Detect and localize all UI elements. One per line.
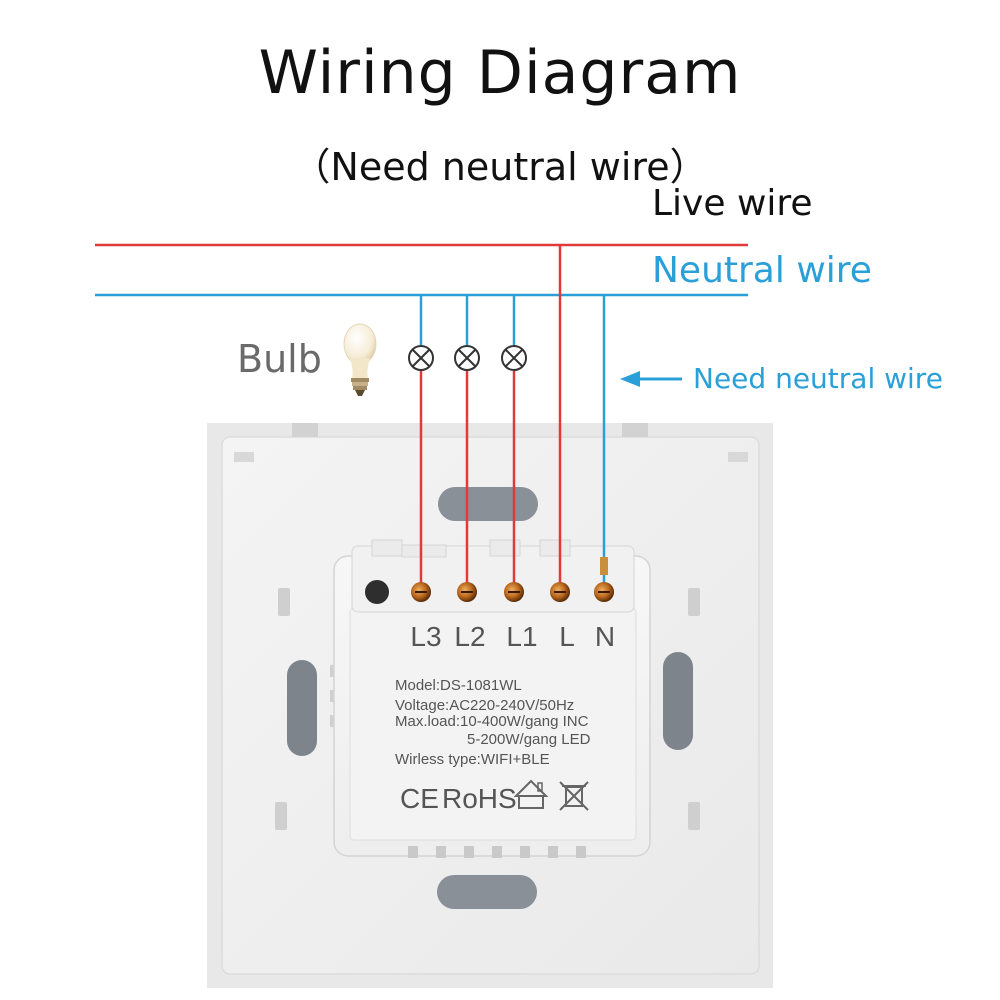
lamp-symbol-l2 bbox=[454, 345, 480, 371]
lamp-symbol-l1 bbox=[501, 345, 527, 371]
load-wires bbox=[419, 371, 516, 590]
terminal-label-n: N bbox=[595, 621, 615, 652]
bulb-label: Bulb bbox=[237, 337, 322, 381]
terminal-screws bbox=[411, 557, 614, 602]
terminal-label-l1: L1 bbox=[506, 621, 537, 652]
spec-max-load-led: 5-200W/gang LED bbox=[467, 731, 591, 748]
light-bulb-icon bbox=[343, 323, 377, 396]
spec-model: Model:DS-1081WL bbox=[395, 677, 522, 694]
diagram-title: Wiring Diagram bbox=[258, 38, 742, 108]
diagram-subtitle: （Need neutral wire） bbox=[292, 145, 708, 189]
lamp-symbol-l3 bbox=[408, 345, 434, 371]
bulb-neutral-feeds bbox=[419, 295, 516, 345]
spec-max-load-inc: Max.load:10-400W/gang INC bbox=[395, 713, 589, 730]
terminal-label-l3: L3 bbox=[410, 621, 441, 652]
neutral-wire-label: Neutral wire bbox=[652, 250, 872, 291]
arrow-left-icon bbox=[620, 371, 682, 387]
spec-wireless: Wirless type:WIFI+BLE bbox=[395, 751, 550, 768]
ce-mark: CE bbox=[400, 783, 439, 814]
spec-voltage: Voltage:AC220-240V/50Hz bbox=[395, 697, 574, 714]
terminal-label-l2: L2 bbox=[454, 621, 485, 652]
weee-bin-icon bbox=[559, 781, 589, 811]
live-wire-label: Live wire bbox=[652, 183, 813, 224]
terminal-label-l: L bbox=[559, 621, 575, 652]
need-neutral-label: Need neutral wire bbox=[693, 362, 943, 395]
rohs-mark: RoHS bbox=[442, 783, 517, 814]
house-icon bbox=[513, 779, 549, 809]
